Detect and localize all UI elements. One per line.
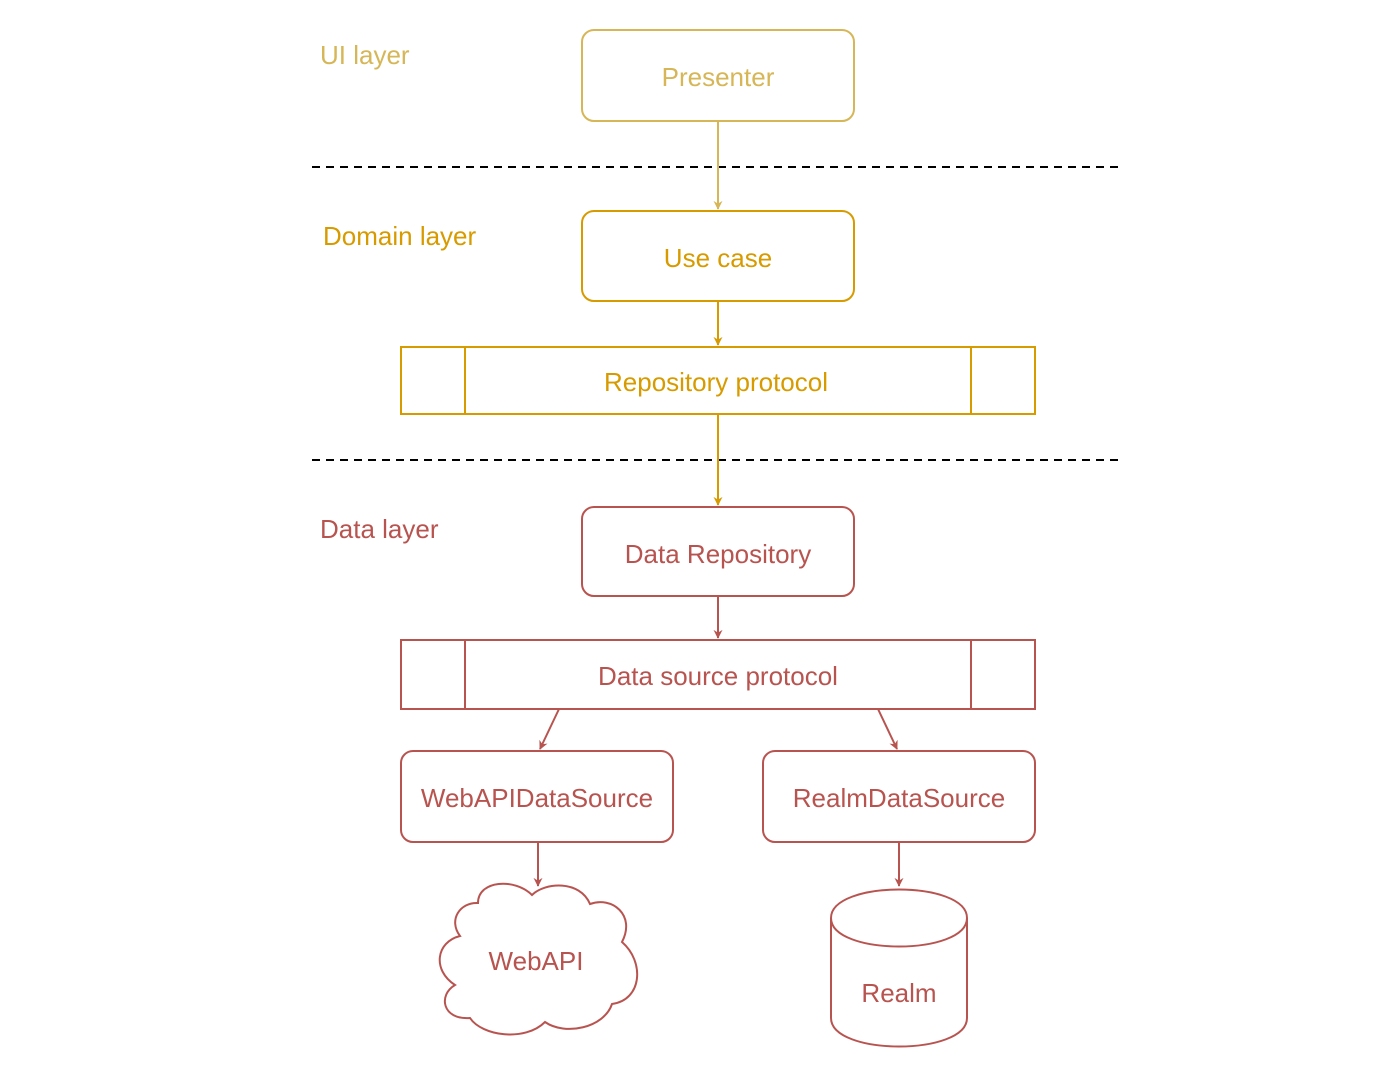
webapi-cloud-node: WebAPI (438, 882, 639, 1036)
use-case-node: Use case (581, 210, 855, 302)
ui-layer-label: UI layer (320, 40, 410, 70)
edge-data-source-protocol-to-webapi-data-source (539, 708, 560, 750)
data-layer-label: Data layer (320, 514, 439, 544)
webapi-data-source-label: WebAPIDataSource (421, 783, 653, 813)
realm-label: Realm (861, 978, 936, 1008)
repository-protocol-label: Repository protocol (604, 367, 828, 397)
realm-data-source-label: RealmDataSource (793, 783, 1005, 813)
repository-protocol-node: Repository protocol (400, 346, 1036, 415)
data-source-protocol-label: Data source protocol (598, 661, 838, 691)
presenter-node: Presenter (581, 29, 855, 122)
data-repository-node: Data Repository (581, 506, 855, 597)
webapi-data-source-node: WebAPIDataSource (400, 750, 674, 843)
presenter-label: Presenter (662, 62, 775, 92)
realm-data-source-node: RealmDataSource (762, 750, 1036, 843)
data-repository-label: Data Repository (625, 539, 811, 569)
realm-database-node: Realm (830, 888, 968, 1048)
webapi-label: WebAPI (489, 946, 584, 976)
database-icon (830, 888, 968, 1048)
data-source-protocol-node: Data source protocol (400, 639, 1036, 710)
domain-layer-label: Domain layer (323, 221, 477, 251)
use-case-label: Use case (664, 243, 772, 273)
edge-data-source-protocol-to-realm-data-source (877, 708, 898, 750)
cloud-icon (438, 882, 639, 1036)
